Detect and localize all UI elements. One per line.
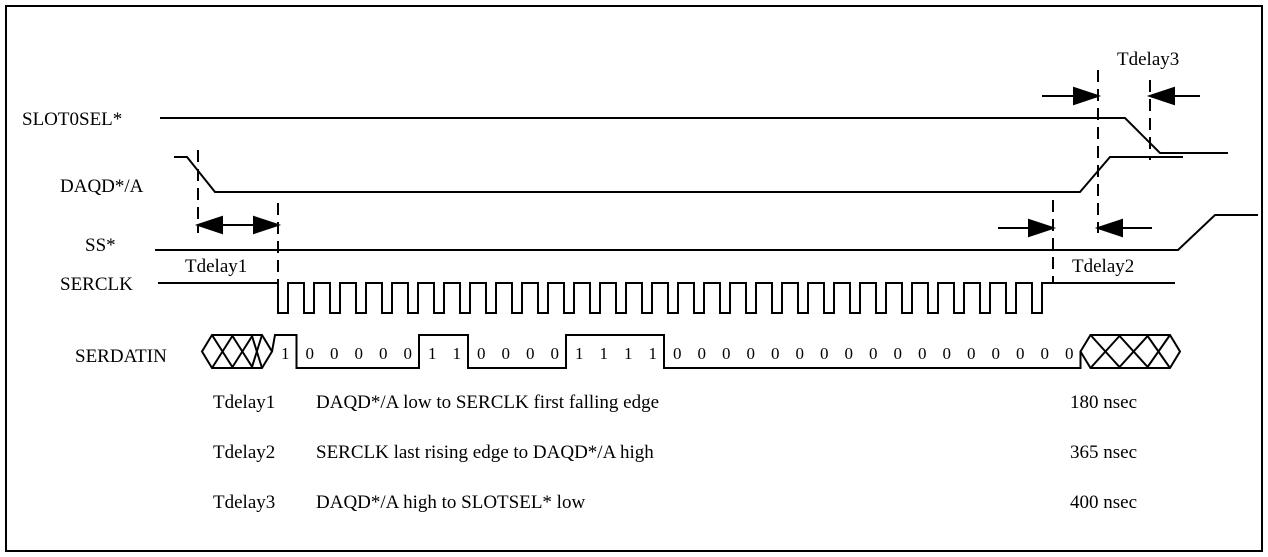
- waveform-serclk: [158, 282, 1175, 314]
- serdatin-bit-label: 0: [330, 344, 339, 363]
- serdatin-bit-label: 0: [992, 344, 1001, 363]
- serdatin-unknown-start-hatch: [230, 334, 254, 369]
- serdatin-bit-label: 0: [747, 344, 756, 363]
- serdatin-unknown-start-hatch: [250, 334, 263, 369]
- signal-label-slot0sel: SLOT0SEL*: [22, 109, 122, 130]
- timing-table: Tdelay1 DAQD*/A low to SERCLK first fall…: [213, 392, 1137, 513]
- arrow-tdelay3-right-head: [1146, 86, 1175, 106]
- arrow-tdelay2-right-head: [1094, 218, 1123, 238]
- signal-label-serdatin: SERDATIN: [75, 346, 167, 367]
- waveform-daqd: [174, 156, 1183, 193]
- serdatin-bit-label: 0: [771, 344, 780, 363]
- serdatin-unknown-start: [200, 334, 274, 369]
- serdatin-bit-label: 0: [820, 344, 829, 363]
- serdatin-bit-label: 0: [845, 344, 854, 363]
- timing-name: Tdelay2: [213, 442, 275, 463]
- diagram-frame: [5, 5, 1263, 552]
- delay-label-t1: Tdelay1: [185, 256, 247, 277]
- serdatin-bit-label: 0: [306, 344, 315, 363]
- serdatin-bit-label: 1: [428, 344, 437, 363]
- serdatin-bit-label: 0: [1065, 344, 1074, 363]
- serdatin-unknown-end-hatch: [1117, 334, 1150, 369]
- signal-label-daqd: DAQD*/A: [60, 176, 144, 197]
- serdatin-unknown-end-hatch: [1146, 334, 1171, 369]
- signal-label-serclk: SERCLK: [60, 274, 133, 295]
- delay-label-t2: Tdelay2: [1072, 256, 1134, 277]
- serdatin-bit-label: 1: [575, 344, 584, 363]
- arrow-tdelay3-left-head: [1073, 86, 1102, 106]
- timing-description: SERCLK last rising edge to DAQD*/A high: [316, 442, 654, 463]
- serdatin-bit-label: 0: [1016, 344, 1025, 363]
- waveform-serdatin: [271, 334, 1082, 369]
- waveform-slot0sel: [160, 117, 1228, 154]
- arrow-tdelay1-right-head: [253, 215, 282, 235]
- serdatin-unknown-end-hatch: [1089, 334, 1122, 369]
- timing-table-row: Tdelay2 SERCLK last rising edge to DAQD*…: [213, 442, 1137, 463]
- waveforms: [155, 70, 1258, 369]
- serdatin-bit-label: 0: [355, 344, 364, 363]
- serdatin-bit-label: 0: [673, 344, 682, 363]
- timing-description: DAQD*/A high to SLOTSEL* low: [316, 492, 585, 513]
- timing-value: 400 nsec: [1070, 492, 1137, 513]
- serdatin-bit-label: 0: [918, 344, 927, 363]
- signal-label-ss: SS*: [85, 235, 116, 256]
- serdatin-bit-label: 0: [698, 344, 707, 363]
- serdatin-unknown-start-hatch: [211, 334, 234, 369]
- serdatin-bit-label: 0: [967, 344, 976, 363]
- timing-description: DAQD*/A low to SERCLK first falling edge: [316, 392, 659, 413]
- timing-value: 180 nsec: [1070, 392, 1137, 413]
- serdatin-bit-label: 0: [722, 344, 731, 363]
- arrow-tdelay1-left-head: [194, 215, 223, 235]
- serdatin-bit-label: 0: [869, 344, 878, 363]
- serdatin-bit-label: 0: [502, 344, 511, 363]
- serdatin-bit-label: 1: [453, 344, 462, 363]
- serdatin-bit-label: 0: [477, 344, 486, 363]
- timing-name: Tdelay3: [213, 492, 275, 513]
- serdatin-bit-label: 1: [649, 344, 658, 363]
- serdatin-bit-label: 0: [551, 344, 560, 363]
- timing-name: Tdelay1: [213, 392, 275, 413]
- waveform-ss: [155, 214, 1258, 251]
- serdatin-bit-label: 0: [1041, 344, 1050, 363]
- serdatin-bit-label: 0: [894, 344, 903, 363]
- timing-table-row: Tdelay1 DAQD*/A low to SERCLK first fall…: [213, 392, 1137, 413]
- delay-label-t3: Tdelay3: [1117, 49, 1179, 70]
- timing-value: 365 nsec: [1070, 442, 1137, 463]
- serdatin-bit-label: 1: [600, 344, 609, 363]
- serdatin-bit-label: 1: [624, 344, 633, 363]
- serdatin-bit-label: 0: [379, 344, 388, 363]
- serdatin-bit-label: 1: [281, 344, 290, 363]
- serdatin-bit-label: 0: [943, 344, 952, 363]
- arrow-tdelay2-left-head: [1028, 218, 1057, 238]
- serdatin-bit-label: 0: [404, 344, 413, 363]
- timing-table-row: Tdelay3 DAQD*/A high to SLOTSEL* low 400…: [213, 492, 1137, 513]
- serdatin-bit-label: 0: [526, 344, 535, 363]
- serdatin-bit-label: 0: [796, 344, 805, 363]
